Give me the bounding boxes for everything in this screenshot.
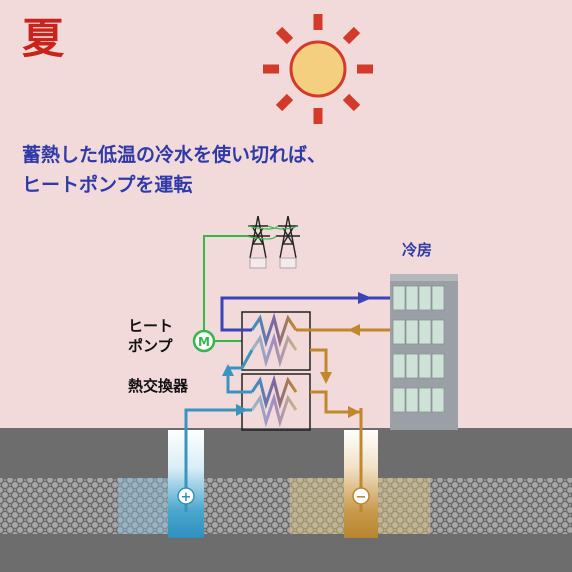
transmission-tower-icon <box>245 215 300 269</box>
motor-symbol: M <box>198 335 210 349</box>
cold-well: + <box>168 420 204 538</box>
power-line <box>203 235 248 330</box>
caption-line-2: ヒートポンプを運転 <box>22 174 193 196</box>
heat-exchanger-label: 熱交換器 <box>128 377 189 395</box>
season-title: 夏 <box>22 14 65 63</box>
cold-pipe <box>184 349 254 430</box>
building-icon <box>390 274 458 430</box>
heat-exchanger-box <box>241 373 311 431</box>
warm-well-marker-icon <box>352 487 370 505</box>
heat-pump-label-line-2: ポンプ <box>128 337 173 355</box>
warm-well-symbol: − <box>356 490 367 505</box>
cooling-label: 冷房 <box>402 241 433 259</box>
heat-pump-box <box>241 311 311 371</box>
heat-coil-icon <box>250 312 298 428</box>
ground <box>0 428 572 572</box>
supply-pipe <box>220 292 390 332</box>
cold-well-symbol: + <box>181 490 192 505</box>
warm-pipe <box>296 324 390 430</box>
heat-pump-label: ヒート ポンプ <box>128 316 173 356</box>
cold-well-marker-icon <box>177 487 195 505</box>
sun-icon <box>263 14 373 124</box>
caption: 蓄熱した低温の冷水を使い切れば、 ヒートポンプを運転 <box>22 140 326 200</box>
caption-line-1: 蓄熱した低温の冷水を使い切れば、 <box>22 144 327 166</box>
motor-icon: M <box>192 329 216 353</box>
heat-pump-label-line-1: ヒート <box>128 317 174 335</box>
